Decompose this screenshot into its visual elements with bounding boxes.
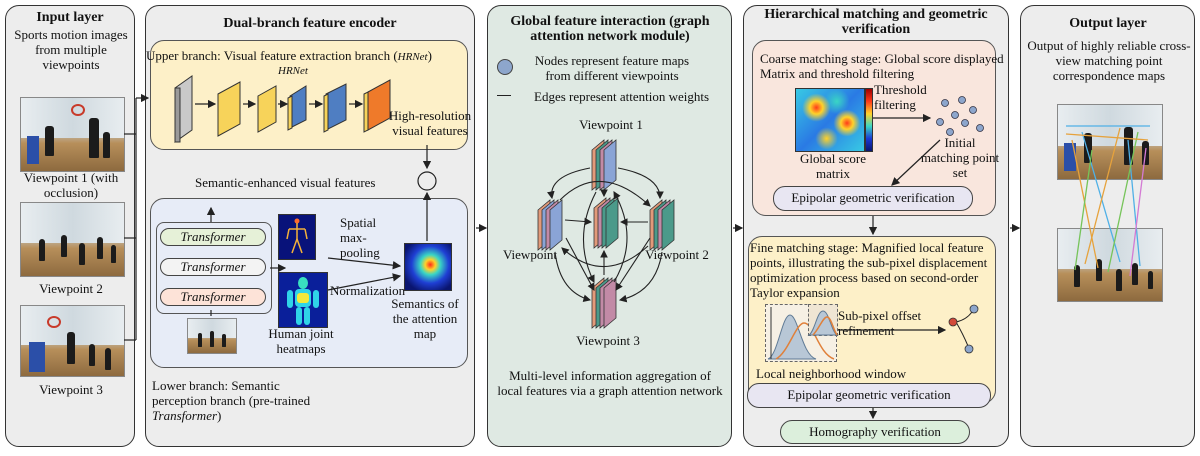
output-image-bottom	[1057, 228, 1163, 302]
semantic-attention-map	[404, 243, 452, 291]
upper-branch-label: Upper branch: Visual feature extraction …	[146, 48, 432, 63]
initial-point-set	[936, 96, 984, 136]
viewpoint1-node-label: Viewpoint 1	[579, 117, 643, 132]
normalization-label: Normalization	[330, 283, 406, 298]
transformer-block-3: Transformer	[160, 288, 266, 306]
semantics-attention-label: Semantics of the attention map	[391, 296, 459, 341]
graph-node-right	[649, 199, 675, 251]
legend-nodes-label: Nodes represent feature maps from differ…	[534, 53, 690, 83]
viewpoint3-image	[20, 305, 125, 377]
transformer-block-1: Transformer	[160, 228, 266, 246]
viewpoint2-image	[20, 202, 125, 277]
high-res-features-label: High-resolution visual features	[388, 108, 472, 138]
threshold-label: Threshold filtering	[874, 82, 927, 112]
correspondence-lines	[1065, 125, 1150, 277]
legend-node-icon	[497, 59, 513, 75]
hrnet-tag: HRNet	[278, 65, 308, 77]
global-score-label: Global score matrix	[799, 151, 867, 181]
epipolar-verification-1: Epipolar geometric verification	[773, 186, 973, 211]
input-bracket	[124, 93, 150, 341]
graph-caption: Multi-level information aggregation of l…	[497, 368, 723, 398]
graph-node-center	[593, 197, 619, 249]
human-joint-heatmap	[278, 272, 328, 328]
graph-node-left	[537, 199, 563, 251]
viewpoint-left-node-label: Viewpoint	[502, 247, 558, 262]
hrnet-layers	[174, 75, 391, 143]
input-layer-subtitle: Sports motion images from multiple viewp…	[14, 27, 128, 72]
graph-node-bottom	[591, 277, 617, 329]
spatial-pooling-label: Spatial max-pooling	[340, 215, 380, 260]
legend-edge-icon	[497, 95, 511, 96]
legend-edges-label: Edges represent attention weights	[534, 89, 710, 104]
subpixel-result-points	[955, 311, 973, 347]
homography-verification: Homography verification	[780, 420, 970, 444]
local-window-label: Local neighborhood window	[756, 366, 907, 381]
epipolar-verification-2: Epipolar geometric verification	[747, 383, 991, 408]
viewpoint3-node-label: Viewpoint 3	[576, 333, 640, 348]
viewpoint2-label: Viewpoint 2	[39, 281, 103, 296]
coarse-stage-label: Coarse matching stage: Global score disp…	[760, 51, 1004, 81]
output-layer-subtitle: Output of highly reliable cross-view mat…	[1027, 38, 1191, 83]
lower-branch-label: Lower branch: Semantic perception branch…	[152, 378, 311, 423]
joint-heatmap-small	[278, 214, 316, 260]
semantic-enhanced-label: Semantic-enhanced visual features	[195, 175, 376, 190]
initial-set-to-epipolar-arrow	[891, 139, 941, 186]
human-joint-heatmaps-label: Human joint heatmaps	[268, 326, 334, 356]
encoder-flows	[206, 145, 437, 316]
output-layer-panel	[1020, 5, 1195, 447]
output-layer-title: Output layer	[1069, 16, 1147, 31]
graph-module-title: Global feature interaction (graph attent…	[510, 14, 710, 44]
zoom-window-plot	[807, 304, 839, 336]
input-layer-title: Input layer	[36, 10, 104, 25]
graph-edges	[547, 167, 664, 303]
global-score-matrix-image	[795, 88, 865, 152]
fine-stage-label: Fine matching stage: Magnified local fea…	[750, 240, 988, 300]
upper-branch-box	[150, 40, 468, 150]
viewpoint1-label: Viewpoint 1 (with occlusion)	[23, 170, 119, 200]
initial-set-label: Initial matching point set	[920, 135, 1000, 180]
viewpoint3-label: Viewpoint 3	[39, 382, 103, 397]
matching-title: Hierarchical matching and geometric veri…	[764, 7, 988, 37]
encoder-title: Dual-branch feature encoder	[223, 16, 397, 31]
viewpoint1-image	[20, 97, 125, 172]
lower-branch-input-image	[187, 318, 237, 354]
score-colorbar	[865, 88, 873, 152]
graph-node-top	[591, 139, 617, 191]
transformer-block-2: Transformer	[160, 258, 266, 276]
